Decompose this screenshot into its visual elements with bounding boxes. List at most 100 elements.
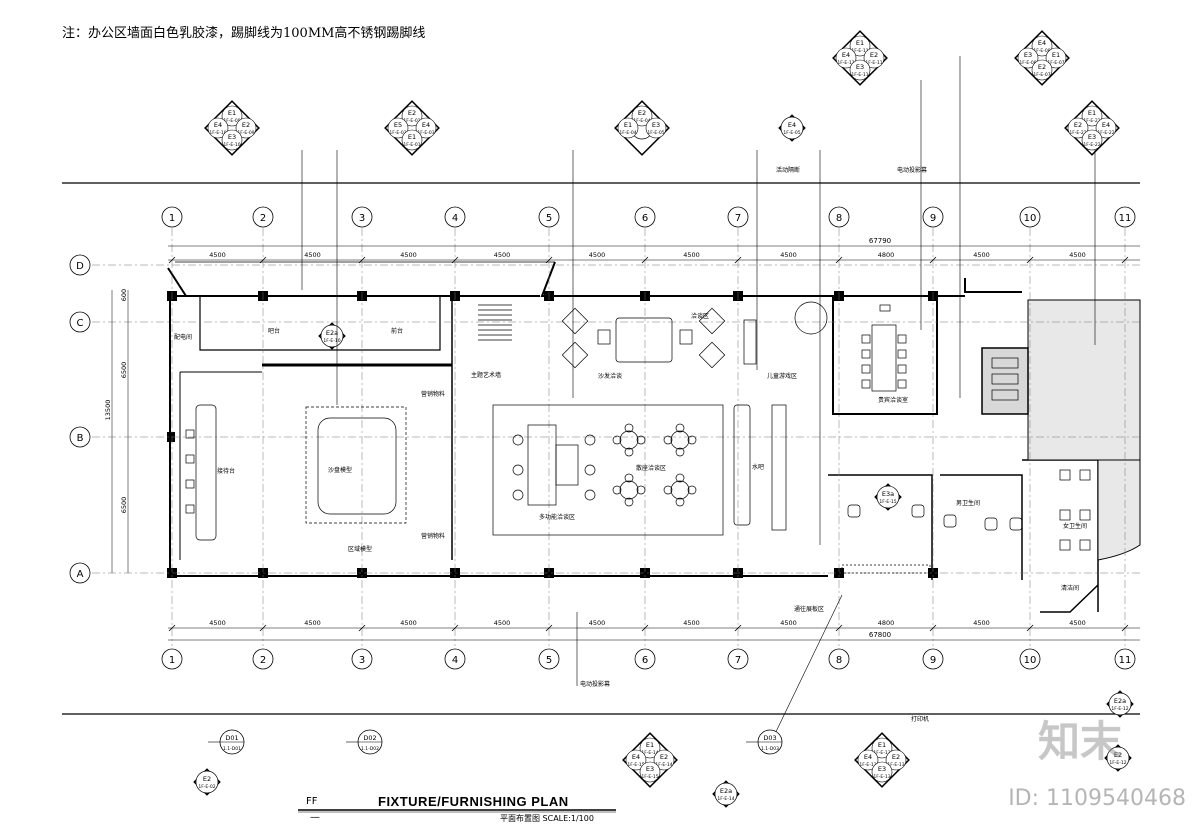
detail-tag-ref: 1.1-D01 xyxy=(223,746,241,752)
marker-quad xyxy=(1031,59,1053,81)
marker-quad xyxy=(645,117,667,139)
room-label: 配电间 xyxy=(174,333,192,341)
marker-quad xyxy=(415,117,437,139)
round-table xyxy=(670,430,690,450)
marker-code: E1 xyxy=(1052,51,1060,59)
top-dim-tick xyxy=(1026,256,1034,264)
office-meeting-box xyxy=(981,347,1029,415)
marker-single xyxy=(320,324,344,348)
toilet-fixture xyxy=(1009,517,1023,531)
chair xyxy=(636,485,646,495)
bottom-dim-tick xyxy=(835,624,843,632)
marker-code: E5 xyxy=(394,121,402,129)
bottom-dim-value: 4500 xyxy=(973,619,990,627)
bottom-dim-tick xyxy=(259,624,267,632)
structural-column xyxy=(928,568,938,578)
grid-bubble-col xyxy=(538,206,560,228)
marker-single xyxy=(780,116,804,140)
grid-bubble-col-label: 10 xyxy=(1024,213,1037,224)
grid-bubble-col-label: 5 xyxy=(546,213,552,224)
marker-code: E3 xyxy=(1024,51,1032,59)
bottom-dim-value: 4500 xyxy=(780,619,797,627)
chair xyxy=(612,485,622,495)
office-area-hatch xyxy=(1027,299,1141,461)
grid-bubble-col xyxy=(252,648,274,670)
grid-bubble-col xyxy=(828,648,850,670)
chair xyxy=(663,485,673,495)
marker-ref: 1F-E-12 xyxy=(1109,760,1126,766)
marker-ref: 1F-E-08 xyxy=(1019,60,1036,66)
grid-bubble-col xyxy=(1114,206,1136,228)
toilet-fixture xyxy=(984,517,998,531)
grid-bubble-row xyxy=(69,311,91,333)
marker-ref: 1F-E-11 xyxy=(851,48,868,54)
grid-bubble-col-label: 2 xyxy=(260,655,266,666)
marker-code: E2 xyxy=(242,121,250,129)
marker-code: E2a xyxy=(326,329,338,337)
bottom-dim-tick xyxy=(358,624,366,632)
marker-quad xyxy=(1095,117,1117,139)
marker-code: E2a xyxy=(1114,697,1126,705)
vip-table xyxy=(871,324,897,392)
room-label: 散座洽谈区 xyxy=(636,464,666,472)
marker-quad xyxy=(221,129,243,151)
room-label: 接待台 xyxy=(217,467,235,475)
chair xyxy=(624,423,634,433)
top-dim-tick xyxy=(641,256,649,264)
wall-north-mid xyxy=(540,261,830,297)
sand-table-outline xyxy=(305,406,407,524)
marker-code: E4 xyxy=(788,121,796,129)
top-dim-value: 4500 xyxy=(1069,251,1086,259)
chair xyxy=(675,447,685,457)
chair xyxy=(675,473,685,483)
marker-quad xyxy=(835,47,857,69)
armchair xyxy=(561,341,589,369)
grid-bubble-col xyxy=(351,648,373,670)
marker-quad xyxy=(885,749,907,771)
grid-bubble-col-label: 9 xyxy=(930,655,936,666)
detail-tag-ref: 1.1-D03 xyxy=(761,746,779,752)
wall-toilet-north xyxy=(828,474,933,580)
marker-ref: 1F-E-13 xyxy=(873,750,890,756)
grid-bubble-col-label: 9 xyxy=(930,213,936,224)
room-label: 洽谈区 xyxy=(691,312,709,320)
marker-quad xyxy=(207,117,229,139)
bottom-dim-value: 4500 xyxy=(683,619,700,627)
office-desk xyxy=(991,357,1019,369)
marker-quad xyxy=(1045,47,1067,69)
chair xyxy=(624,447,634,457)
grid-bubble-col xyxy=(252,206,274,228)
chair xyxy=(512,489,524,501)
marker-ref: 1F-E-15 xyxy=(641,774,658,780)
top-dim-value: 4500 xyxy=(209,251,226,259)
room-label: 女卫生间 xyxy=(1063,522,1087,530)
sofa-set xyxy=(615,317,673,363)
armchair xyxy=(698,341,726,369)
marker-quad xyxy=(1031,35,1053,57)
marker-ref: 1F-E-14 xyxy=(655,762,672,768)
chair xyxy=(584,489,596,501)
room-label: 打印机 xyxy=(911,715,929,723)
grid-bubble-col xyxy=(922,206,944,228)
room-label: 区域模型 xyxy=(348,545,372,553)
marker-ref: 1F-E-10 xyxy=(223,142,240,148)
chair xyxy=(675,497,685,507)
marker-code: E1 xyxy=(1088,109,1096,117)
bottom-dim-tick xyxy=(1026,624,1034,632)
top-dim-tick xyxy=(358,256,366,264)
toilet-stall xyxy=(1059,469,1071,481)
vip-chair xyxy=(897,364,907,374)
marker-quad xyxy=(849,59,871,81)
reception-stool xyxy=(185,429,195,439)
marker-quad xyxy=(653,749,675,771)
marker-single xyxy=(714,782,738,806)
drawing-subtitle: 平面布置图 SCALE:1/100 xyxy=(500,814,594,823)
top-dim-value: 4500 xyxy=(494,251,511,259)
chair xyxy=(687,485,697,495)
marker-code: E2 xyxy=(892,753,900,761)
bottom-dim-value: 4800 xyxy=(878,619,895,627)
marker-code: E1 xyxy=(646,741,654,749)
